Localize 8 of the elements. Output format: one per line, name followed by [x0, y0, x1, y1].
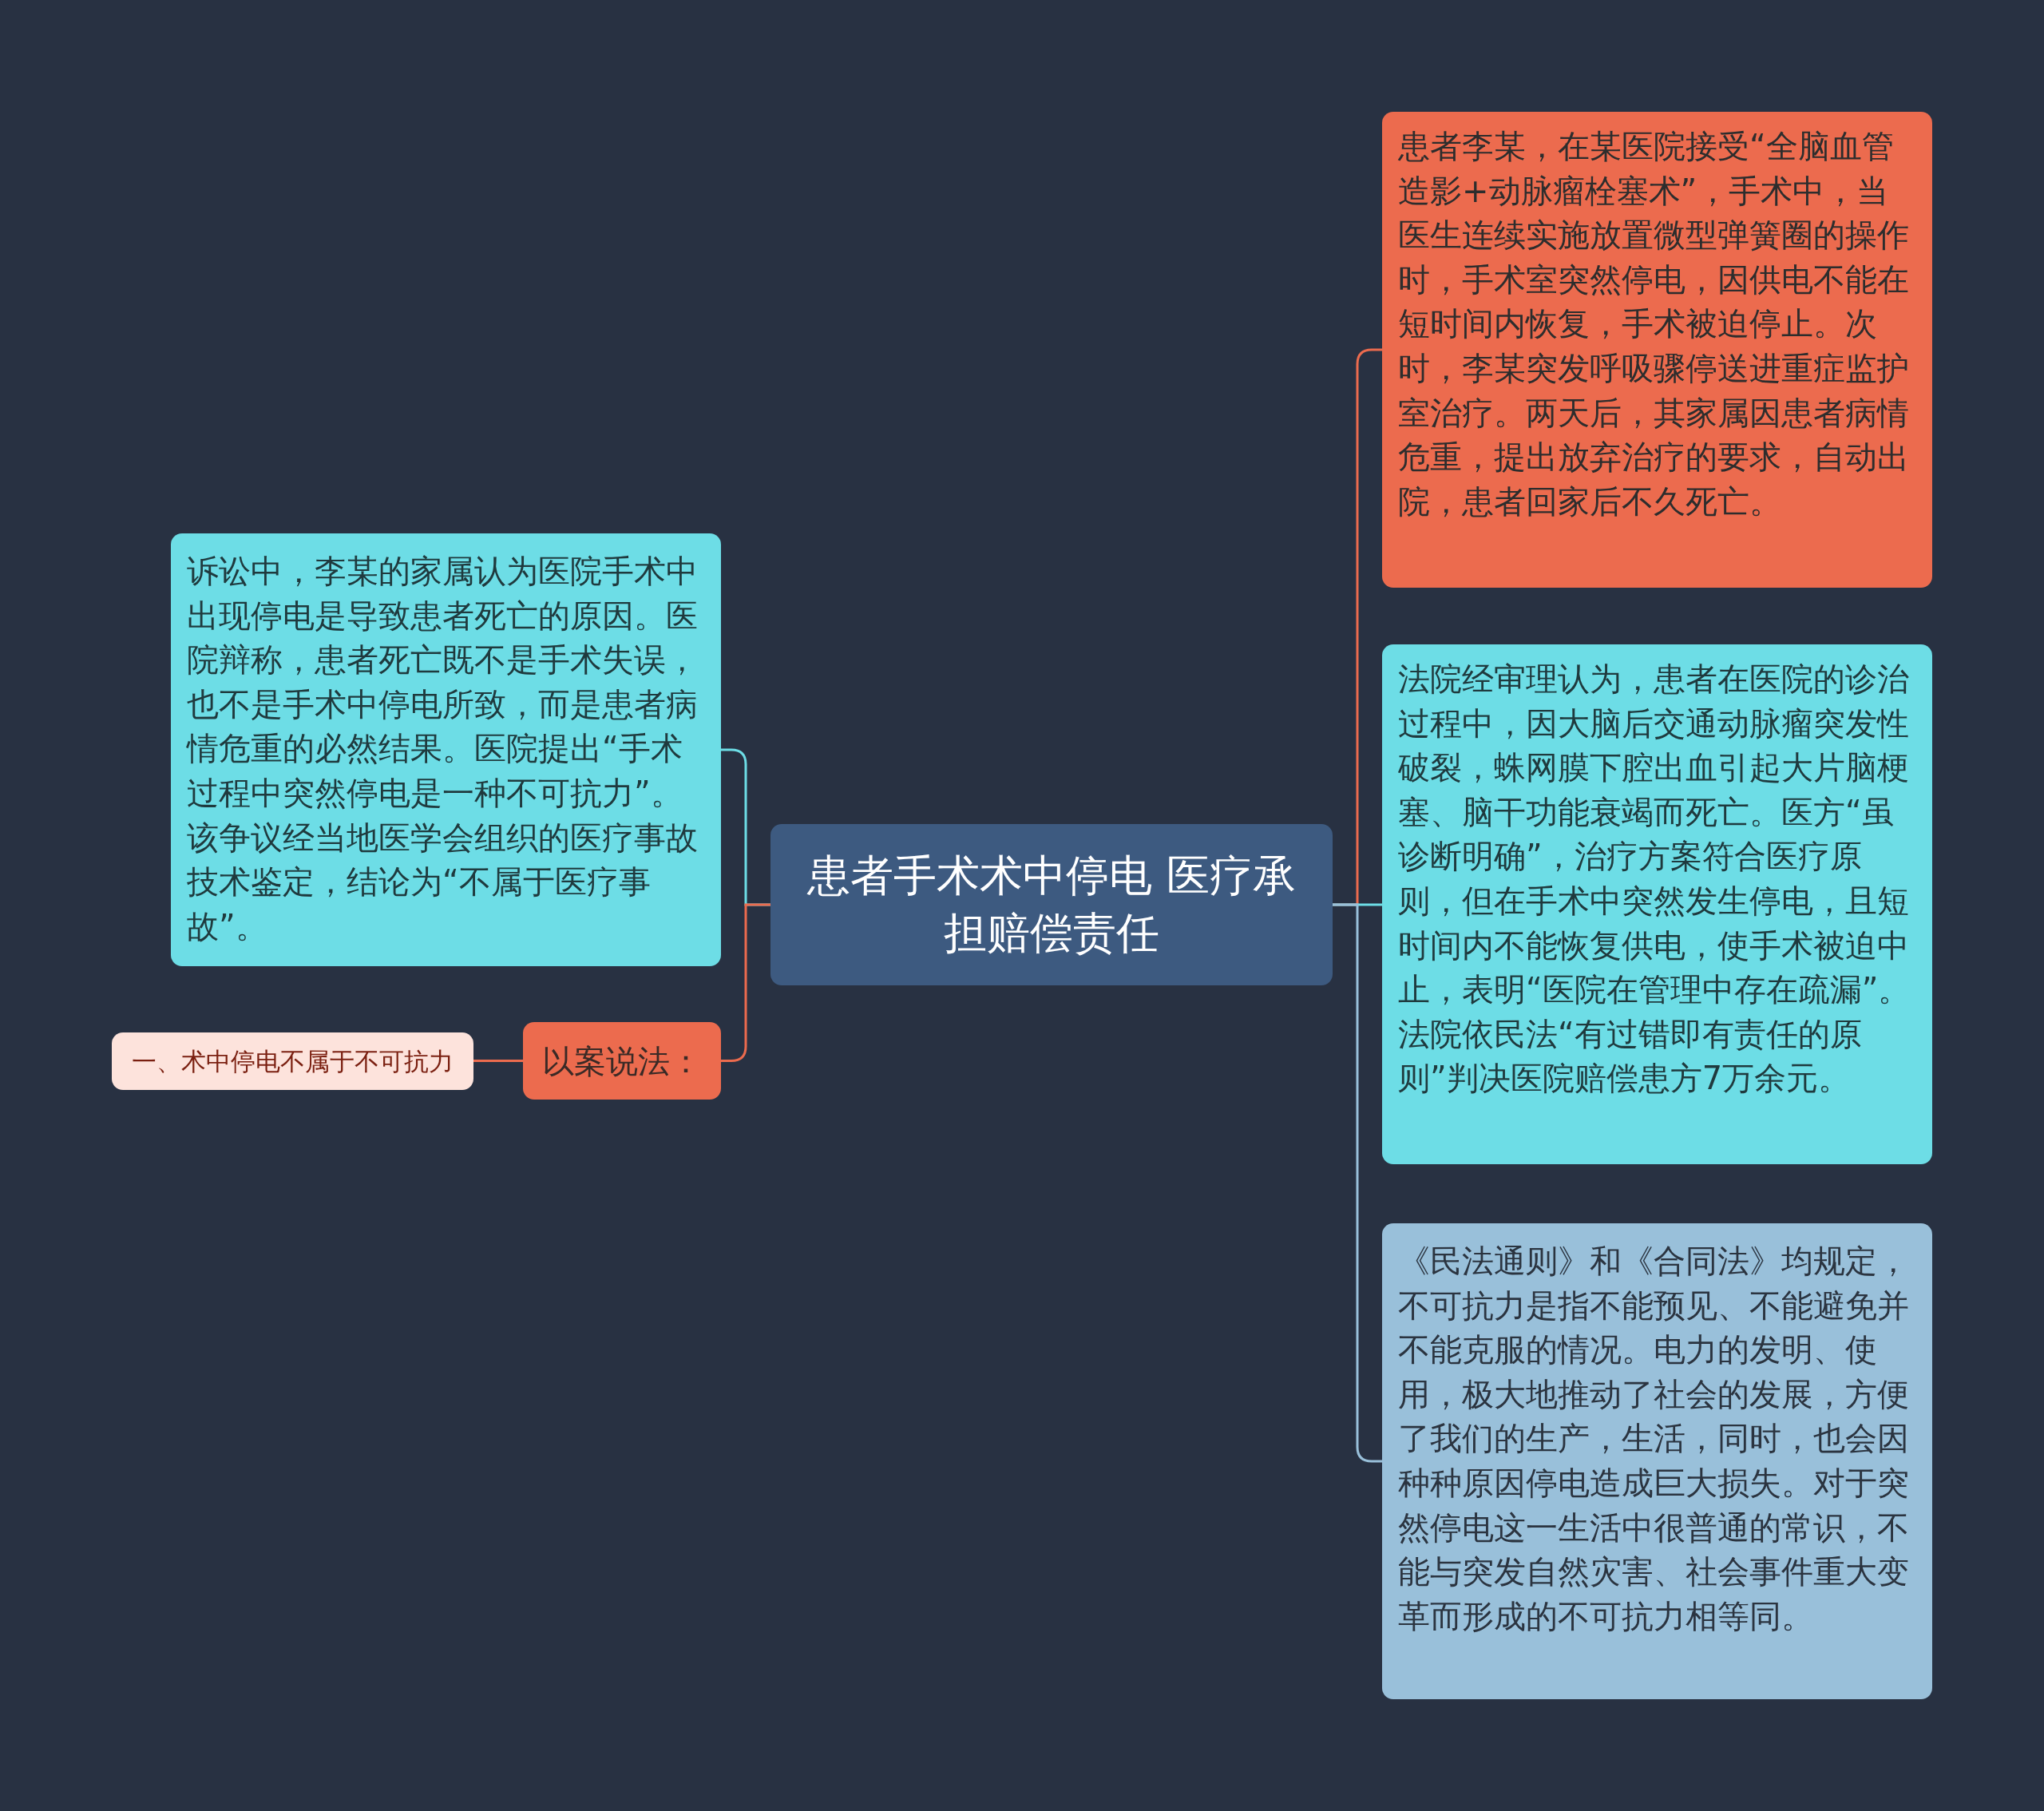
topic-box: 患者手术术中停电 医疗承担赔偿责任 — [770, 824, 1333, 985]
connector-line — [473, 1060, 523, 1062]
text-box: 患者李某，在某医院接受“全脑血管造影+动脉瘤栓塞术”，手术中，当医生连续实施放置微型弹簧圈的操作时，手术室突然停电，因供电不能在短时间内恢复，手术被迫停止。次时，李某突发呼吸骤停送进重症监护室治疗。两天后，其家属因患者病情危重，提出放弃治疗的要求，自动出院，患者回家后不久死亡。 — [1382, 112, 1932, 588]
text-box: 诉讼中，李某的家属认为医院手术中出现停电是导致患者死亡的原因。医院辩称，患者死亡既不是手术失误，也不是手术中停电所致，而是患者病情危重的必然结果。医院提出“手术过程中突然停电是一种不可抗力”。该争议经当地医学会组织的医疗事故技术鉴定，结论为“不属于医疗事故”。 — [171, 533, 721, 966]
text-box: 法院经审理认为，患者在医院的诊治过程中，因大脑后交通动脉瘤突发性破裂，蛛网膜下腔出血引起大片脑梗塞、脑干功能衰竭而死亡。医方“虽诊断明确”，治疗方案符合医疗原则，但在手术中突然发生停电，且短时间内不能恢复供电，使手术被迫中止，表明“医院在管理中存在疏漏”。法院依民法“有过错即有责任的原则”判决医院赔偿患方7万余元。 — [1382, 644, 1932, 1164]
label-box: 一、术中停电不属于不可抗力 — [112, 1032, 473, 1090]
topic-box: 以案说法： — [523, 1022, 721, 1100]
text-box: 《民法通则》和《合同法》均规定，不可抗力是指不能预见、不能避免并不能克服的情况。电力的发明、使用，极大地推动了社会的发展，方便了我们的生产，生活，同时，也会因种种原因停电造成巨大损失。对于突然停电这一生活中很普通的常识，不能与突发自然灾害、社会事件重大变革而形成的不可抗力相等同。 — [1382, 1223, 1932, 1699]
